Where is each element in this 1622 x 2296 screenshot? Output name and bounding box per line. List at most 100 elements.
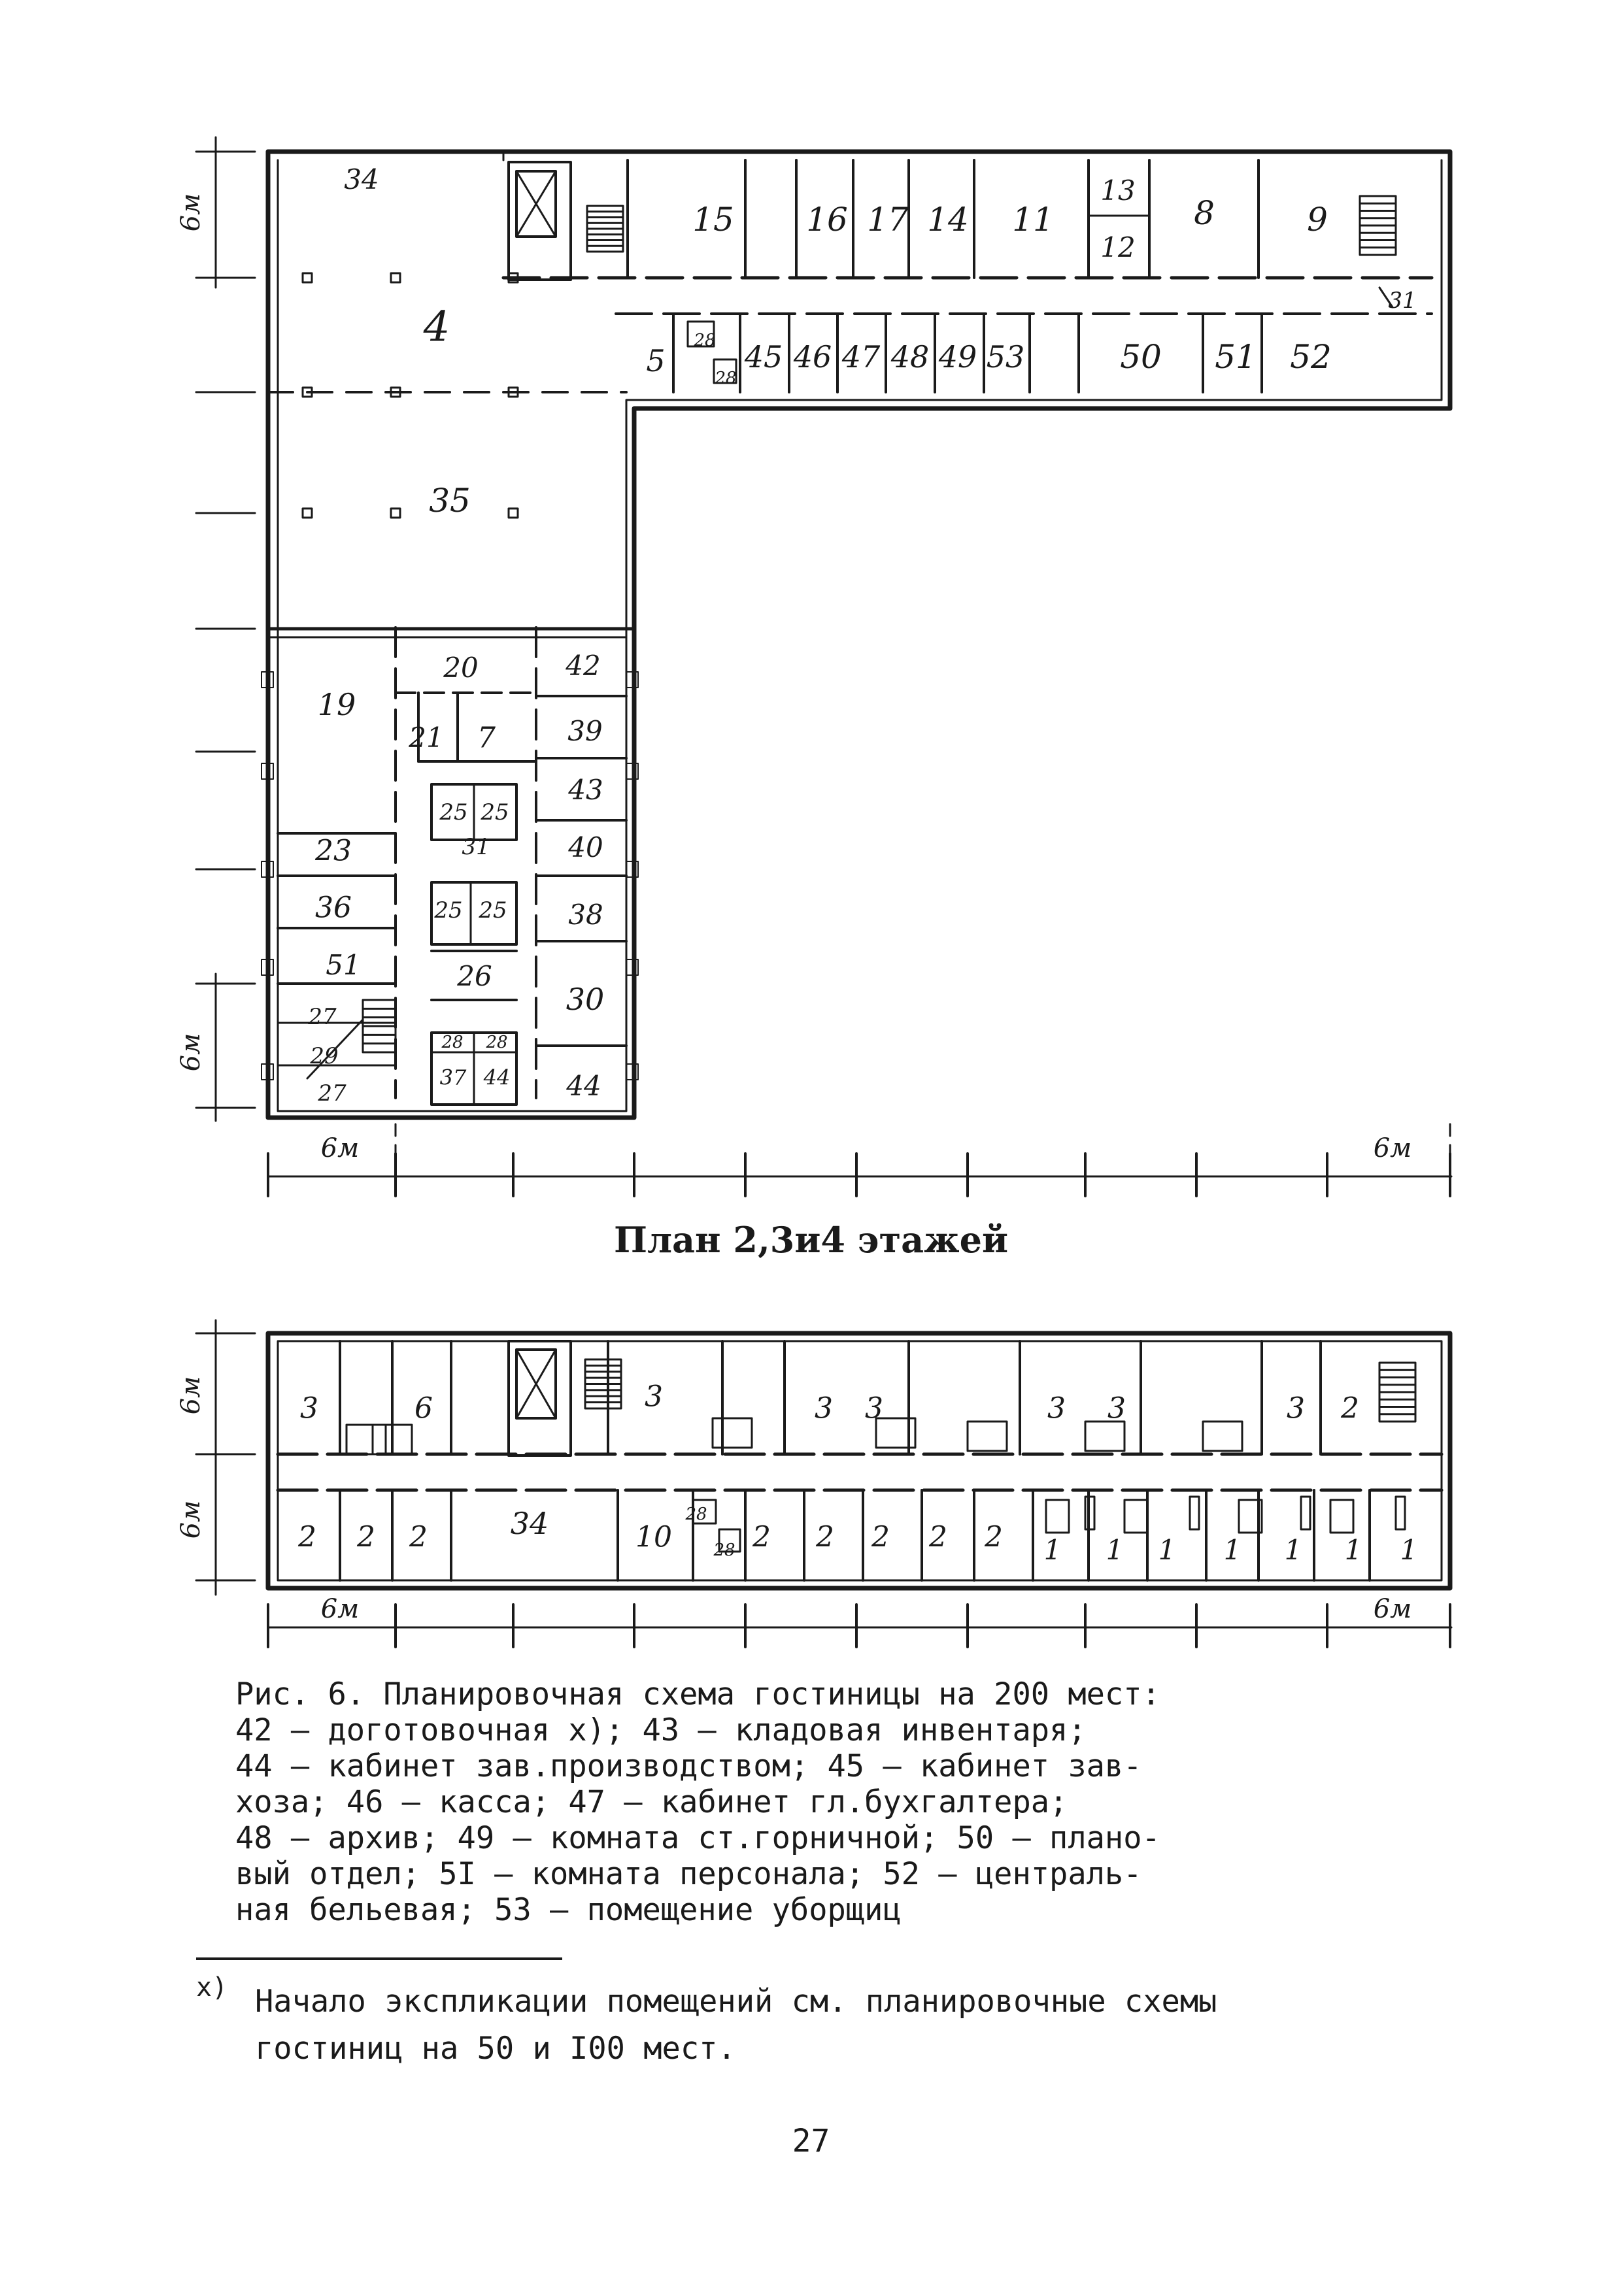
room-label: 4 <box>423 303 450 352</box>
fixture <box>1238 1499 1263 1534</box>
room-label: 28 <box>441 1033 463 1052</box>
wc-cabin <box>713 358 737 384</box>
room-label: 2 <box>752 1521 771 1554</box>
room-label: 37 <box>440 1065 467 1090</box>
figure-caption: Рис. 6. Планировочная схема гостиницы на… <box>235 1676 1314 1928</box>
room-label: 23 <box>314 835 352 868</box>
room-label: 31 <box>462 834 490 860</box>
room-label: 15 <box>692 201 734 239</box>
outer-wall-inner <box>277 1340 1443 1582</box>
stair-core <box>507 1340 572 1457</box>
window-mark <box>626 1063 639 1080</box>
room-label: 1 <box>1106 1534 1124 1566</box>
wc-block <box>430 881 518 946</box>
room-label: 25 <box>480 799 509 825</box>
room-label: 27 <box>317 1080 346 1106</box>
caption-line: Рис. 6. Планировочная схема гостиницы на… <box>235 1676 1160 1712</box>
fixture <box>1084 1495 1096 1531</box>
room-label: 28 <box>713 1540 735 1560</box>
room-label: 2 <box>409 1521 428 1554</box>
room-label: 31 <box>1388 288 1416 314</box>
column <box>390 507 401 519</box>
footnote-mark: х) <box>196 1972 228 2003</box>
room-label: 2 <box>1340 1392 1359 1425</box>
fixture <box>1045 1499 1070 1534</box>
stair-core <box>507 161 572 281</box>
room-label: 30 <box>566 982 605 1017</box>
fixture <box>345 1423 387 1456</box>
room-label: 46 <box>793 339 832 374</box>
room-label: 39 <box>567 715 602 747</box>
room-label: 43 <box>567 774 603 806</box>
fixture <box>1123 1499 1149 1534</box>
outer-wall <box>265 149 1453 1120</box>
room-label: 28 <box>714 369 736 388</box>
room-label: 12 <box>1100 231 1135 263</box>
fixture <box>1189 1495 1200 1531</box>
plan-linework <box>195 136 1453 1648</box>
footnote-text: Начало экспликации помещений см. планиро… <box>255 1984 1217 2067</box>
column <box>507 272 519 284</box>
room-label: 35 <box>429 482 471 520</box>
window-mark <box>626 763 639 780</box>
column <box>390 386 401 398</box>
room-label: 29 <box>309 1043 338 1069</box>
room-label: 11 <box>1012 201 1054 239</box>
fixture <box>1329 1499 1355 1534</box>
window-mark <box>261 959 274 976</box>
window-mark <box>261 1063 274 1080</box>
outer-wall <box>265 1331 1453 1591</box>
dimension-label: 6м <box>176 1501 206 1539</box>
room-label: 3 <box>865 1392 883 1425</box>
room-label: 25 <box>433 897 462 923</box>
room-label: 28 <box>684 1505 707 1524</box>
dimension-label: 6м <box>1374 1594 1412 1624</box>
room-label: 17 <box>867 201 909 239</box>
window-mark <box>261 763 274 780</box>
fixture <box>1300 1495 1311 1531</box>
room-label: 34 <box>344 163 379 195</box>
column <box>301 386 313 398</box>
room-label: 2 <box>297 1521 316 1554</box>
room-label: 1 <box>1044 1534 1062 1566</box>
room-label: 51 <box>1215 338 1257 376</box>
room-label: 1 <box>1345 1534 1362 1566</box>
elevator-shaft <box>515 1348 557 1420</box>
room-label: 5 <box>646 343 665 378</box>
room-label: 13 <box>1100 175 1135 207</box>
dimension-label: 6м <box>176 1033 206 1072</box>
room-label: 25 <box>478 897 507 923</box>
room-label: 21 <box>408 722 443 754</box>
outer-wall-inner <box>277 159 1443 1112</box>
room-label: 9 <box>1307 201 1328 239</box>
room-label: 3 <box>300 1392 318 1425</box>
room-label: 3 <box>645 1380 663 1414</box>
page-number: 27 <box>792 2123 830 2159</box>
column <box>390 272 401 284</box>
room-label: 26 <box>456 960 492 992</box>
room-label: 2 <box>984 1521 1003 1554</box>
fixture <box>875 1417 917 1449</box>
room-label: 10 <box>635 1521 672 1554</box>
room-label: 2 <box>815 1521 834 1554</box>
dimension-label: 6м <box>321 1133 360 1163</box>
room-label: 3 <box>815 1392 833 1425</box>
room-label: 51 <box>326 949 360 981</box>
caption-line: 42 – доготовочная х); 43 – кладовая инве… <box>235 1712 1087 1748</box>
elevator-cross <box>515 1348 557 1420</box>
room-label: 3 <box>1107 1392 1126 1425</box>
wc-cabin <box>686 320 715 348</box>
room-label: 44 <box>566 1070 601 1102</box>
fixture <box>966 1420 1008 1452</box>
room-label: 47 <box>841 339 881 374</box>
fixture <box>711 1417 753 1449</box>
fixture <box>1394 1495 1406 1531</box>
room-label: 53 <box>987 339 1025 374</box>
room-label: 36 <box>315 891 352 925</box>
plan-title: План 2,3и4 этажей <box>613 1219 1009 1261</box>
window-mark <box>261 671 274 688</box>
room-label: 16 <box>806 201 848 239</box>
column <box>301 507 313 519</box>
